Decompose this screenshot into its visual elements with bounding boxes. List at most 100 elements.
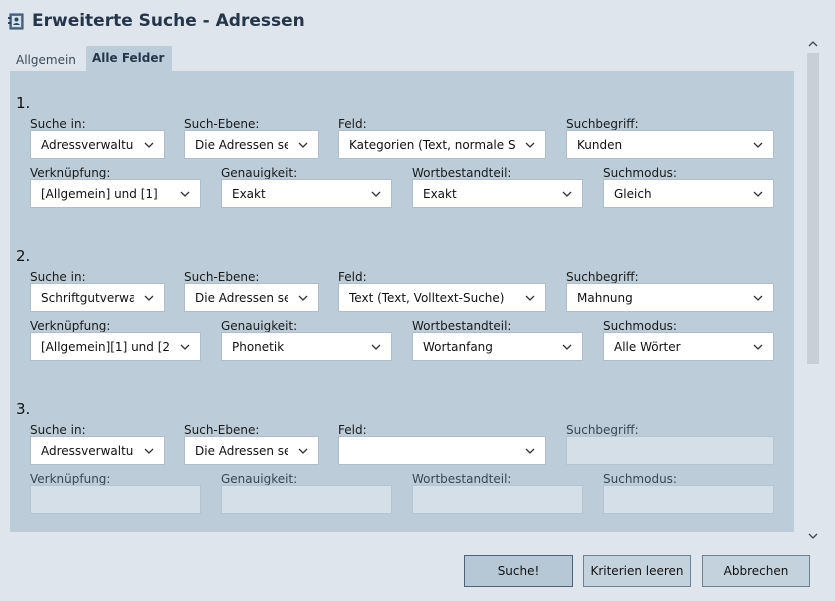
label-verknuepfung: Verknüpfung: (30, 472, 111, 486)
chevron-down-icon (144, 142, 154, 148)
suchbegriff-select[interactable]: Kunden (566, 130, 774, 159)
label-suchmodus: Suchmodus: (603, 319, 677, 333)
chevron-down-icon (525, 295, 535, 301)
verknuepfung-value: [Allgemein] und [1] (41, 187, 158, 201)
suchmodus-select[interactable]: Alle Wörter (603, 332, 774, 361)
label-feld: Feld: (338, 117, 367, 131)
search-criteria-panel: 1. Suche in: Such-Ebene: Feld: Suchbegri… (10, 71, 794, 532)
such-ebene-value: Die Adressen sel (195, 138, 288, 152)
cancel-button[interactable]: Abbrechen (702, 555, 810, 587)
label-such-ebene: Such-Ebene: (184, 270, 260, 284)
suchmodus-select[interactable]: Gleich (603, 179, 774, 208)
wortbestandteil-value: Exakt (423, 187, 457, 201)
chevron-down-icon (298, 142, 308, 148)
chevron-down-icon (371, 344, 381, 350)
suche-in-select[interactable]: Schriftgutverwal (30, 283, 165, 312)
label-verknuepfung: Verknüpfung: (30, 166, 111, 180)
suche-in-value: Schriftgutverwal (41, 291, 134, 305)
label-feld: Feld: (338, 270, 367, 284)
chevron-down-icon (562, 191, 572, 197)
suchbegriff-field-disabled (566, 436, 774, 465)
suche-in-select[interactable]: Adressverwaltun (30, 130, 165, 159)
label-genauigkeit: Genauigkeit: (221, 472, 298, 486)
label-genauigkeit: Genauigkeit: (221, 319, 298, 333)
verknuepfung-field-disabled (30, 485, 201, 514)
verknuepfung-value: [Allgemein][1] und [2] (41, 340, 170, 354)
chevron-down-icon (525, 448, 535, 454)
verknuepfung-select[interactable]: [Allgemein] und [1] (30, 179, 201, 208)
label-such-ebene: Such-Ebene: (184, 423, 260, 437)
window-title: Erweiterte Suche - Adressen (32, 11, 305, 31)
chevron-down-icon (180, 344, 190, 350)
label-suchbegriff: Suchbegriff: (566, 270, 639, 284)
genauigkeit-select[interactable]: Phonetik (221, 332, 392, 361)
chevron-down-icon (144, 295, 154, 301)
label-wortbestandteil: Wortbestandteil: (412, 166, 512, 180)
genauigkeit-value: Phonetik (232, 340, 285, 354)
feld-value: Kategorien (Text, normale Su (349, 138, 515, 152)
chevron-down-icon (298, 295, 308, 301)
tab-alle-felder[interactable]: Alle Felder (86, 46, 172, 71)
such-ebene-value: Die Adressen sel (195, 444, 288, 458)
genauigkeit-value: Exakt (232, 187, 266, 201)
chevron-down-icon (144, 448, 154, 454)
verknuepfung-select[interactable]: [Allgemein][1] und [2] (30, 332, 201, 361)
suchbegriff-select[interactable]: Mahnung (566, 283, 774, 312)
chevron-down-icon (371, 191, 381, 197)
label-suchbegriff: Suchbegriff: (566, 117, 639, 131)
such-ebene-select[interactable]: Die Adressen sel (184, 130, 319, 159)
suchbegriff-value: Mahnung (577, 291, 633, 305)
label-wortbestandteil: Wortbestandteil: (412, 472, 512, 486)
chevron-down-icon (525, 142, 535, 148)
label-suche-in: Suche in: (30, 270, 86, 284)
wortbestandteil-value: Wortanfang (423, 340, 493, 354)
label-suchbegriff: Suchbegriff: (566, 423, 639, 437)
label-verknuepfung: Verknüpfung: (30, 319, 111, 333)
feld-select[interactable]: Kategorien (Text, normale Su (338, 130, 546, 159)
label-such-ebene: Such-Ebene: (184, 117, 260, 131)
suchbegriff-value: Kunden (577, 138, 623, 152)
vertical-scrollbar[interactable] (806, 37, 820, 543)
label-suchmodus: Suchmodus: (603, 472, 677, 486)
section-number: 1. (16, 94, 31, 112)
feld-select[interactable] (338, 436, 546, 465)
search-button[interactable]: Suche! (464, 555, 573, 587)
section-number: 2. (16, 247, 31, 265)
such-ebene-select[interactable]: Die Adressen sel (184, 283, 319, 312)
wortbestandteil-select[interactable]: Wortanfang (412, 332, 583, 361)
label-genauigkeit: Genauigkeit: (221, 166, 298, 180)
chevron-down-icon (180, 191, 190, 197)
scroll-up-icon[interactable] (806, 37, 820, 51)
label-suche-in: Suche in: (30, 117, 86, 131)
suchmodus-value: Gleich (614, 187, 652, 201)
feld-value: Text (Text, Volltext-Suche) (349, 291, 505, 305)
suche-in-select[interactable]: Adressverwaltun (30, 436, 165, 465)
section-number: 3. (16, 400, 31, 418)
chevron-down-icon (562, 344, 572, 350)
label-feld: Feld: (338, 423, 367, 437)
chevron-down-icon (753, 142, 763, 148)
wortbestandteil-select[interactable]: Exakt (412, 179, 583, 208)
such-ebene-value: Die Adressen sel (195, 291, 288, 305)
clear-criteria-button[interactable]: Kriterien leeren (583, 555, 691, 587)
suche-in-value: Adressverwaltun (41, 138, 134, 152)
label-suche-in: Suche in: (30, 423, 86, 437)
chevron-down-icon (753, 191, 763, 197)
label-suchmodus: Suchmodus: (603, 166, 677, 180)
scrollbar-thumb[interactable] (807, 53, 819, 364)
suchmodus-value: Alle Wörter (614, 340, 681, 354)
suchmodus-field-disabled (603, 485, 774, 514)
such-ebene-select[interactable]: Die Adressen sel (184, 436, 319, 465)
genauigkeit-field-disabled (221, 485, 392, 514)
genauigkeit-select[interactable]: Exakt (221, 179, 392, 208)
tab-allgemein[interactable]: Allgemein (10, 48, 86, 71)
chevron-down-icon (753, 344, 763, 350)
address-book-icon (8, 13, 24, 30)
feld-select[interactable]: Text (Text, Volltext-Suche) (338, 283, 546, 312)
scroll-down-icon[interactable] (806, 529, 820, 543)
chevron-down-icon (298, 448, 308, 454)
suche-in-value: Adressverwaltun (41, 444, 134, 458)
title-bar: Erweiterte Suche - Adressen (0, 0, 835, 44)
chevron-down-icon (753, 295, 763, 301)
wortbestandteil-field-disabled (412, 485, 583, 514)
